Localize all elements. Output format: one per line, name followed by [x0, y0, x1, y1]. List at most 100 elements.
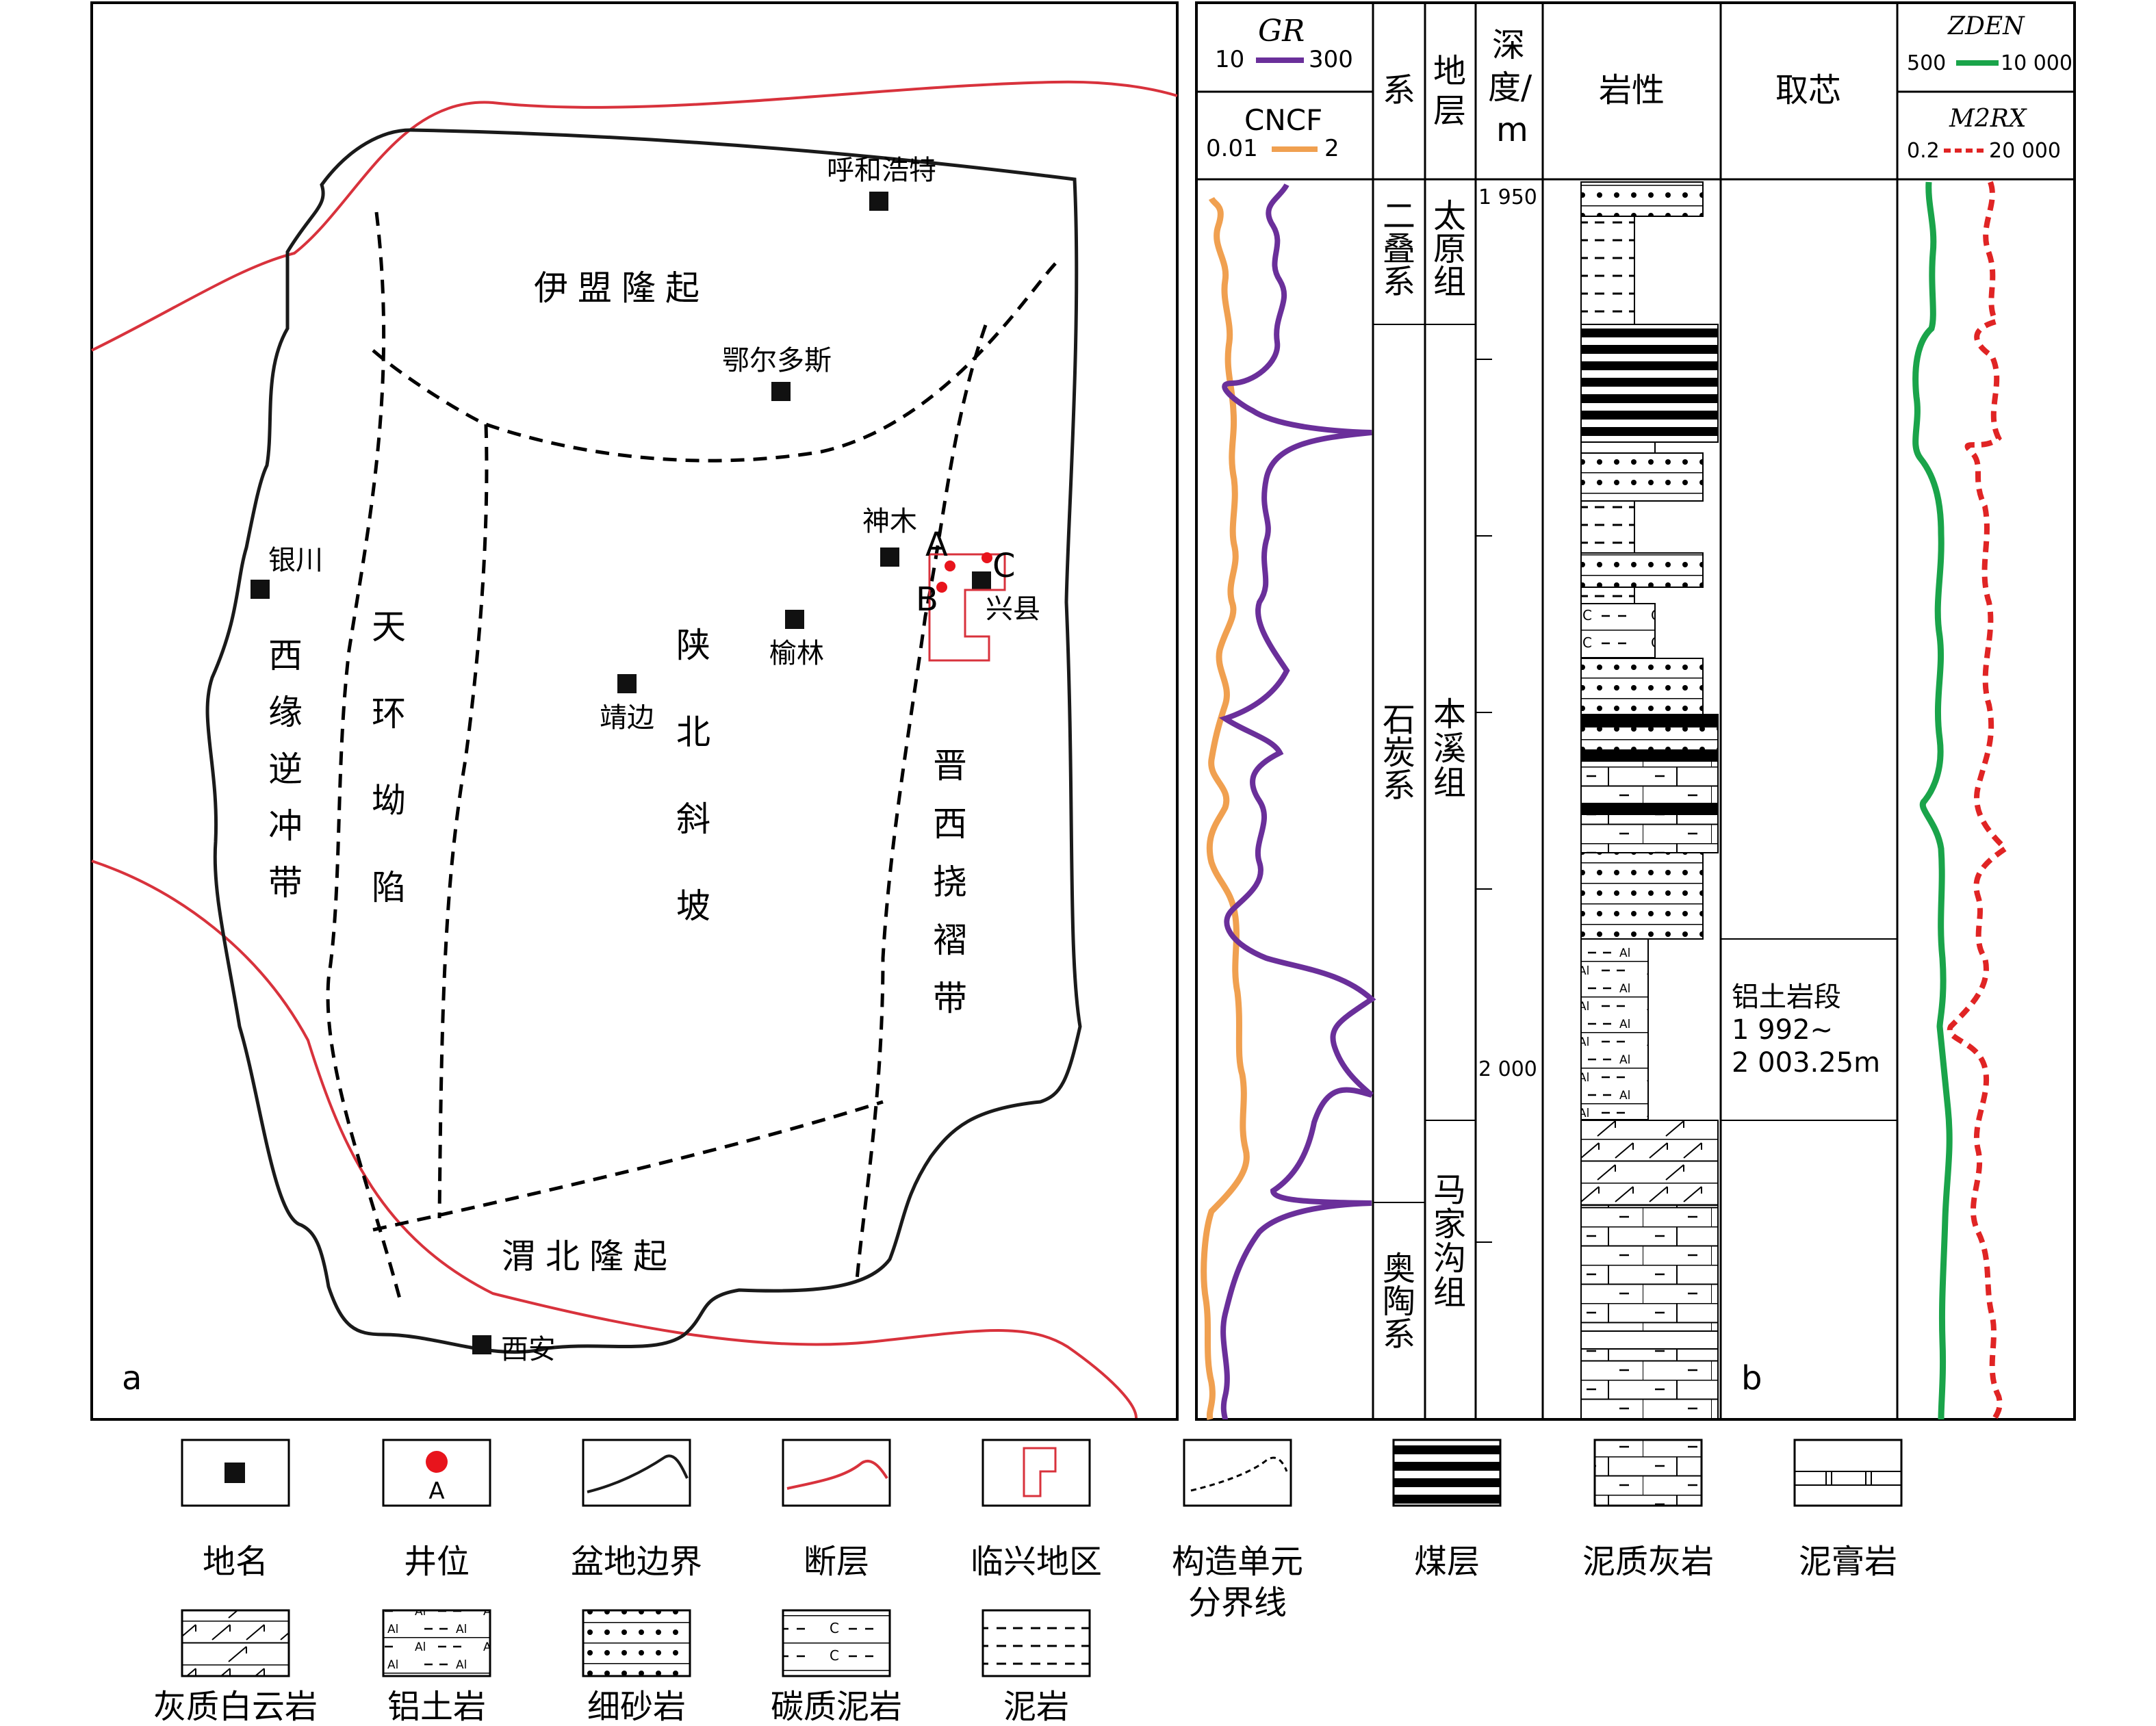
legend-label-dolomite: 灰质白云岩: [153, 1688, 318, 1726]
legend-box-gypsum: [1793, 1439, 1903, 1507]
litho-sand-2: [1580, 452, 1704, 502]
unit-label-jinxi-5: 带: [933, 979, 967, 1018]
city-marker-huhehaote: [869, 192, 888, 211]
unit-label-jinxi-1: 晋: [933, 746, 967, 786]
log-grid: [1196, 3, 2075, 1419]
litho-coal-3: [1580, 749, 1719, 762]
well-marker-a: [945, 561, 955, 571]
legend-box-coal: [1392, 1439, 1502, 1507]
zden-min: 500: [1907, 51, 1946, 75]
litho-gypsum-1: [1580, 441, 1656, 454]
legend-label-well: 井位: [404, 1543, 470, 1581]
system-permian-1: 二: [1383, 197, 1415, 235]
litho-carb-1: [1580, 603, 1656, 659]
unit-label-shanbei-2: 北: [676, 712, 710, 752]
log-panel-label: b: [1741, 1359, 1762, 1397]
zden-title: ZDEN: [1947, 12, 2025, 40]
map-panel: 呼和浩特 鄂尔多斯 神木 银川 榆林 靖边 兴县 西安 A B C 伊盟隆起 渭…: [90, 1, 1179, 1421]
litho-sand-1: [1580, 181, 1704, 217]
system-permian-3: 系: [1383, 263, 1415, 301]
system-labels: 二 叠 系 石 炭 系 奥 陶 系: [1383, 197, 1415, 1354]
system-carbon-3: 系: [1383, 767, 1415, 805]
litho-sand-3: [1580, 552, 1704, 588]
city-marker-eerduosi: [771, 382, 791, 401]
litho-lime-1: [1580, 760, 1719, 804]
zden-max: 10 000: [2001, 51, 2072, 75]
unit-label-tianhuan-2: 环: [372, 694, 406, 734]
map-frame: [90, 1, 1179, 1421]
coring-header: 取芯: [1775, 71, 1841, 110]
city-marker-xian: [472, 1335, 491, 1354]
legend-well-symbol-label: A: [428, 1478, 444, 1505]
litho-mud-2: [1580, 500, 1635, 554]
legend-box-fault: [782, 1439, 891, 1507]
gr-max: 300: [1309, 46, 1353, 73]
legend-labels: A 地名 井位 盆地边界 断层 临兴地区 构造单元 分界线 煤层 泥质灰岩 泥膏…: [153, 1478, 1897, 1726]
legend-box-mudstone: [981, 1609, 1091, 1677]
legend-box-linxing: [981, 1439, 1091, 1507]
legend-box-siltstone: [582, 1609, 691, 1677]
unit-label-jinxi-3: 挠: [933, 862, 967, 902]
formation-majiagou-2: 家: [1433, 1205, 1466, 1244]
legend-box-bauxite: [382, 1609, 491, 1677]
legend-label-unit-boundary: 构造单元: [1172, 1543, 1303, 1581]
city-labels: 呼和浩特 鄂尔多斯 神木 银川 榆林 靖边 兴县 西安: [268, 155, 1040, 1365]
system-ordovician-3: 系: [1383, 1315, 1415, 1354]
core-label-1: 铝土岩段: [1732, 981, 1841, 1013]
city-label-huhehaote: 呼和浩特: [827, 155, 936, 186]
unit-label-xiyuan-1: 西: [268, 636, 303, 675]
well-markers: [936, 552, 992, 593]
city-label-xian: 西安: [501, 1334, 556, 1365]
legend-box-unit-boundary: [1183, 1439, 1292, 1507]
legend-label-unit-boundary-2: 分界线: [1188, 1584, 1287, 1622]
depth-label-2000: 2 000: [1478, 1057, 1537, 1081]
city-marker-shenmu: [880, 548, 899, 567]
unit-label-xiyuan-5: 带: [268, 863, 303, 903]
litho-sand-4: [1580, 658, 1704, 715]
cncf-min: 0.01: [1206, 135, 1258, 162]
city-label-yulin: 榆林: [769, 638, 824, 669]
legend-label-gypsum: 泥膏岩: [1799, 1543, 1897, 1581]
unit-label-xiyuan-2: 缘: [268, 693, 303, 732]
zden-curve: [1912, 181, 1953, 1420]
unit-label-shanbei-1: 陕: [676, 626, 710, 665]
unit-label-jinxi-4: 褶: [933, 920, 967, 960]
litho-lime-2: [1580, 814, 1719, 853]
log-header: GR 10 300 CNCF 0.01 2 系 地 层 深 度/ m 岩性 取芯…: [1206, 12, 2072, 163]
core-label-3: 2 003.25m: [1732, 1047, 1880, 1079]
unit-label-xiyuan-3: 逆: [268, 749, 303, 789]
litho-coal-4: [1580, 803, 1719, 815]
legend-label-basin-boundary: 盆地边界: [571, 1543, 702, 1581]
litho-sand-5: [1580, 726, 1719, 751]
log-panel: GR 10 300 CNCF 0.01 2 系 地 层 深 度/ m 岩性 取芯…: [1195, 1, 2076, 1421]
unit-label-tianhuan-4: 陷: [372, 868, 406, 907]
depth-ticks: [1476, 359, 1492, 1419]
legend-box-marly-limestone: [1593, 1439, 1703, 1507]
legend: [181, 1439, 1903, 1677]
fault-north: [91, 80, 1178, 352]
well-labels: A B C: [916, 526, 1016, 619]
formation-header-1: 地: [1433, 52, 1466, 90]
m2rx-title: M2RX: [1949, 105, 2027, 133]
formation-taiyuan-3: 组: [1433, 263, 1466, 301]
m2rx-curve: [1947, 181, 2010, 1421]
formation-header-2: 层: [1433, 92, 1466, 130]
well-label-b: B: [916, 580, 938, 619]
litho-mud-1: [1580, 216, 1635, 325]
litho-mud-3: [1580, 587, 1635, 604]
system-carbon-2: 炭: [1383, 734, 1415, 772]
legend-label-coal: 煤层: [1414, 1543, 1480, 1581]
system-ordovician-1: 奥: [1383, 1250, 1415, 1288]
well-label-c: C: [992, 547, 1016, 585]
cncf-curve: [1201, 196, 1250, 1420]
lithology-column: [1580, 181, 1719, 1419]
city-markers: [251, 192, 991, 1354]
formation-majiagou-3: 沟: [1433, 1239, 1466, 1278]
city-marker-yulin: [785, 610, 804, 629]
depth-header-1: 深: [1492, 26, 1525, 64]
basin-boundary: [205, 128, 1082, 1354]
unit-label-tianhuan-3: 坳: [372, 781, 406, 821]
structural-unit-labels: 伊盟隆起 渭北隆起 西 缘 逆 冲 带 天 环 坳 陷 陕 北 斜 坡 晋 西 …: [268, 268, 967, 1276]
legend-label-carbonaceous-mud: 碳质泥岩: [771, 1688, 902, 1726]
